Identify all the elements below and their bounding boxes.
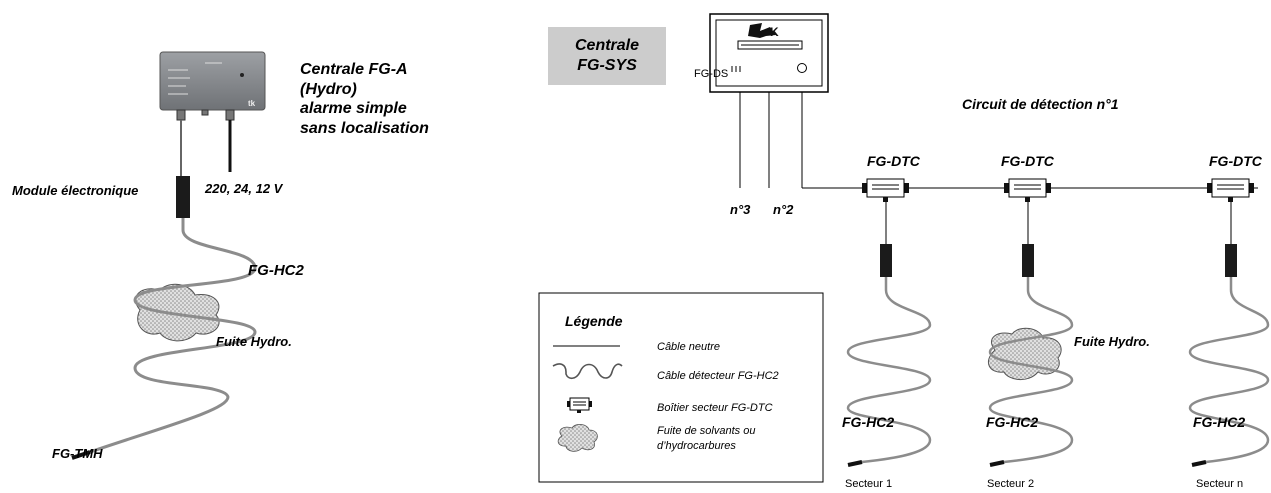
cable-label-sector-n: FG-HC2 — [1193, 414, 1245, 430]
legend-item-leak-2: d’hydrocarbures — [657, 440, 736, 452]
terminator-1 — [847, 460, 863, 467]
detector-cable-sector-n — [1188, 277, 1270, 464]
legend-title: Légende — [565, 313, 623, 329]
legend-item-leak-1: Fuite de solvants ou — [657, 425, 755, 437]
legend-item-neutral-cable: Câble neutre — [657, 341, 720, 353]
legend-leak-swatch — [557, 424, 598, 452]
left-central-title: Centrale FG-A (Hydro) alarme simple sans… — [300, 61, 429, 137]
sector-label-n: Secteur n — [1196, 478, 1243, 490]
sector-label-2: Secteur 2 — [987, 478, 1034, 490]
legend: Légende Câble neutre Câble détecteur FG-… — [538, 292, 824, 483]
module-label: Module électronique — [12, 183, 138, 198]
cable-label-sector-1: FG-HC2 — [842, 414, 894, 430]
dtc-box-3 — [1207, 178, 1254, 202]
dtc-label-3: FG-DTC — [1209, 153, 1263, 169]
channel-3-label: n°3 — [730, 202, 751, 217]
dtc-label-2: FG-DTC — [1001, 153, 1055, 169]
svg-text:alarme simple: alarme simple — [300, 100, 407, 117]
module-1 — [880, 244, 892, 277]
detector-cable-sector-2 — [988, 277, 1074, 464]
svg-text:Centrale FG-A: Centrale FG-A — [300, 61, 408, 78]
module-3 — [1225, 244, 1237, 277]
dtc-box-1 — [862, 178, 909, 202]
power-label: 220, 24, 12 V — [204, 181, 284, 196]
circuit-label: Circuit de détection n°1 — [962, 96, 1119, 112]
svg-text:sans localisation: sans localisation — [300, 120, 429, 137]
sys-title-1: Centrale — [575, 37, 639, 54]
leak-label-right: Fuite Hydro. — [1074, 334, 1150, 349]
terminator-3 — [1191, 460, 1207, 467]
svg-text:K: K — [770, 25, 779, 39]
terminator-fg-tmh — [71, 450, 91, 460]
detector-cable-sector-1 — [846, 277, 932, 464]
electronic-module — [176, 176, 190, 218]
terminator-2 — [989, 460, 1005, 467]
cable-label-sector-2: FG-HC2 — [986, 414, 1038, 430]
svg-text:(Hydro): (Hydro) — [300, 81, 357, 98]
sys-title-2: FG-SYS — [577, 57, 637, 74]
dtc-box-2 — [1004, 178, 1051, 202]
legend-dtc-box-swatch — [567, 397, 592, 413]
dtc-label-1: FG-DTC — [867, 153, 921, 169]
ds-label: FG-DS — [694, 68, 728, 80]
leak-blob-right — [987, 327, 1062, 380]
legend-item-dtc-box: Boîtier secteur FG-DTC — [657, 402, 773, 414]
module-2 — [1022, 244, 1034, 277]
sys-banner — [548, 27, 666, 85]
central-fg-a: tk — [159, 51, 266, 121]
legend-detector-cable-swatch — [552, 363, 623, 380]
channel-2-label: n°2 — [773, 202, 794, 217]
legend-item-detector-cable: Câble détecteur FG-HC2 — [657, 370, 779, 382]
sector-label-1: Secteur 1 — [845, 478, 892, 490]
svg-text:tk: tk — [248, 99, 256, 108]
detector-cable-left — [89, 218, 257, 454]
leak-label-left: Fuite Hydro. — [216, 334, 292, 349]
terminator-label: FG-TMH — [52, 446, 103, 461]
cable-label-left: FG-HC2 — [248, 262, 304, 279]
central-fg-sys: K — [709, 13, 829, 93]
